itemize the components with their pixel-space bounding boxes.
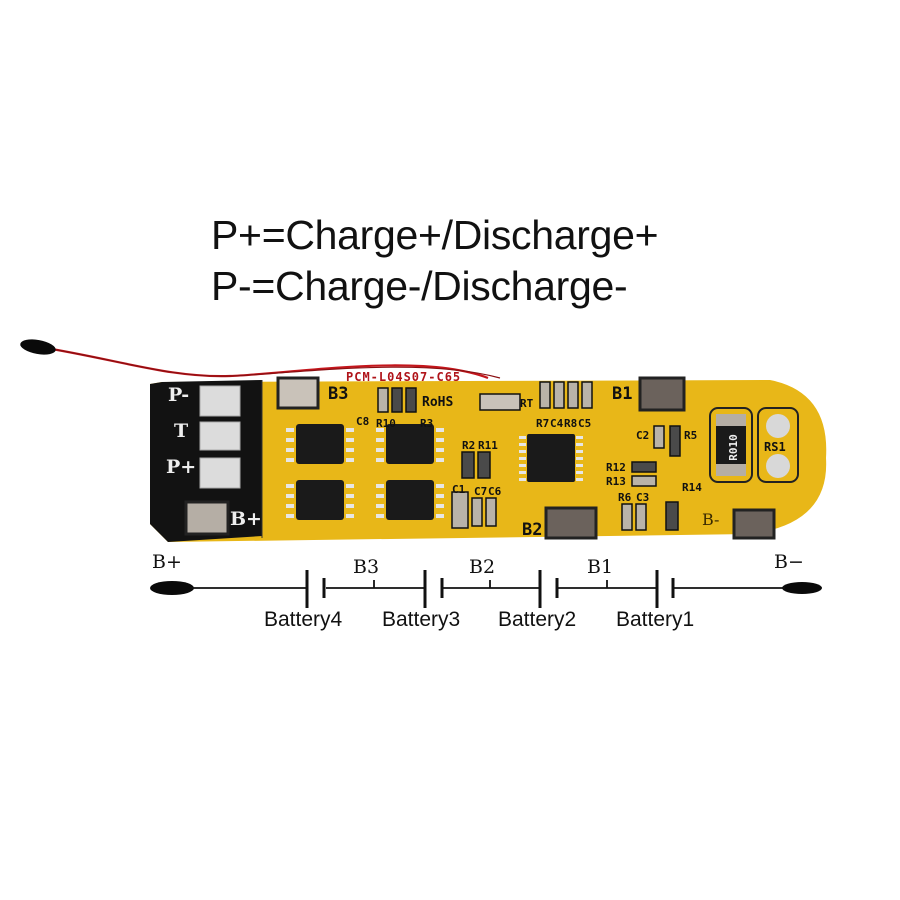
thermistor-bead <box>20 339 56 355</box>
label-c2: C2 <box>636 429 650 442</box>
label-r13: R13 <box>606 475 626 488</box>
label-c5: C5 <box>578 417 592 430</box>
label-c4: C4 <box>550 417 564 430</box>
diagram-label-b-minus: B− <box>774 551 804 573</box>
rohs-mark: RoHS <box>422 395 454 410</box>
legend-line-p-plus: P+=Charge+/Discharge+ <box>211 212 659 258</box>
battery-wiring-diagram: B+ B− B3 B2 B1 Battery4 Battery3 Battery… <box>140 550 830 640</box>
pad-label-p-minus: P- <box>168 384 190 406</box>
series-circuit <box>150 570 822 608</box>
diagram-tap-b1: B1 <box>587 556 614 578</box>
label-r2: R2 <box>462 439 476 452</box>
battery-label-3: Battery3 <box>382 608 461 631</box>
b-plus-terminal <box>150 581 194 595</box>
label-c6: C6 <box>488 485 502 498</box>
diagram-tap-b3: B3 <box>353 556 380 578</box>
shunt-marking: R010 <box>726 434 740 461</box>
pcb-board: P- T P+ B+ B- B3 B2 B1 PCM-L04S07-C65 Ro… <box>150 370 830 542</box>
label-r12: R12 <box>606 461 626 474</box>
pad-label-b1: B1 <box>612 384 633 404</box>
label-c1: C1 <box>452 483 466 496</box>
label-r8: R8 <box>564 417 578 430</box>
label-r6: R6 <box>618 491 632 504</box>
label-c3: C3 <box>636 491 650 504</box>
label-c7: C7 <box>474 485 488 498</box>
pad-label-t: T <box>174 420 189 442</box>
battery-label-1: Battery1 <box>616 608 695 631</box>
pad-label-b-plus: B+ <box>230 508 262 530</box>
pad-label-b3: B3 <box>328 384 349 404</box>
battery-label-4: Battery4 <box>264 608 343 631</box>
label-r5: R5 <box>684 429 698 442</box>
pad-label-b-minus: B- <box>702 510 720 529</box>
label-r7: R7 <box>536 417 550 430</box>
pcb-model-number: PCM-L04S07-C65 <box>346 370 462 384</box>
diagram-label-b-plus: B+ <box>152 551 182 573</box>
label-rs1: RS1 <box>764 440 786 454</box>
pad-label-p-plus: P+ <box>166 456 197 478</box>
label-r11: R11 <box>478 439 498 452</box>
b-minus-terminal <box>782 582 822 594</box>
legend-line-p-minus: P-=Charge-/Discharge- <box>211 263 628 309</box>
battery-label-2: Battery2 <box>498 608 577 631</box>
label-c8: C8 <box>356 415 370 428</box>
label-r3: R3 <box>420 417 434 430</box>
label-r10: R10 <box>376 417 396 430</box>
label-rt: RT <box>520 397 534 410</box>
diagram-tap-b2: B2 <box>469 556 496 578</box>
pad-label-b2: B2 <box>522 520 543 540</box>
terminal-legend: P+=Charge+/Discharge+ P-=Charge-/Dischar… <box>211 210 659 312</box>
label-r14: R14 <box>682 481 702 494</box>
